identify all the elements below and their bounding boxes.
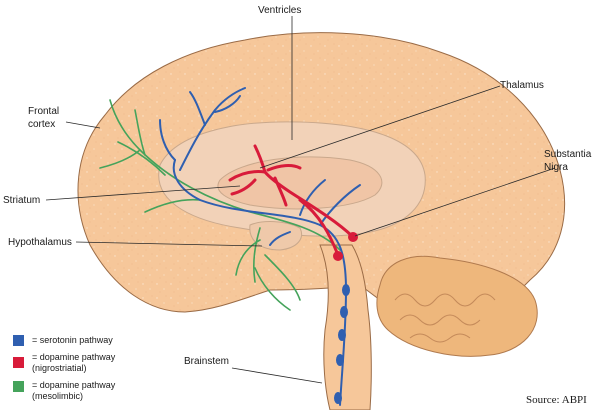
legend-swatch-nigrostriatal — [13, 357, 24, 368]
label-striatum: Striatum — [3, 195, 40, 206]
legend-label-mesolimbic-1: = dopamine pathway — [32, 380, 116, 390]
label-substantia-nigra-2: Nigra — [544, 162, 568, 173]
legend: = serotonin pathway = dopamine pathway (… — [13, 335, 116, 401]
label-ventricles: Ventricles — [258, 5, 301, 16]
source-credit: Source: ABPI — [526, 394, 587, 406]
ventricle-shape — [217, 156, 383, 210]
label-leaders — [45, 16, 556, 384]
label-hypothalamus: Hypothalamus — [8, 237, 72, 248]
serotonin-nuclei — [334, 284, 350, 404]
label-substantia-nigra-1: Substantia — [544, 149, 592, 160]
cerebellum-folds — [394, 293, 496, 343]
legend-swatch-mesolimbic — [13, 381, 24, 392]
label-thalamus: Thalamus — [500, 80, 544, 91]
substantia-nigra-nuclei — [333, 232, 358, 261]
label-frontal-cortex-2: cortex — [28, 119, 55, 130]
label-frontal-cortex-1: Frontal — [28, 106, 59, 117]
legend-label-serotonin: = serotonin pathway — [32, 335, 113, 345]
label-brainstem: Brainstem — [184, 356, 229, 367]
cerebellum — [376, 255, 538, 357]
mesolimbic-pathway — [99, 99, 341, 311]
legend-label-mesolimbic-2: (mesolimbic) — [32, 391, 83, 401]
nigrostriatal-pathway — [228, 144, 354, 257]
legend-label-nigrostriatal-2: (nigrostriatial) — [32, 363, 87, 373]
hypothalamus-region — [249, 221, 303, 251]
legend-label-nigrostriatal-1: = dopamine pathway — [32, 352, 116, 362]
legend-swatch-serotonin — [13, 335, 24, 346]
